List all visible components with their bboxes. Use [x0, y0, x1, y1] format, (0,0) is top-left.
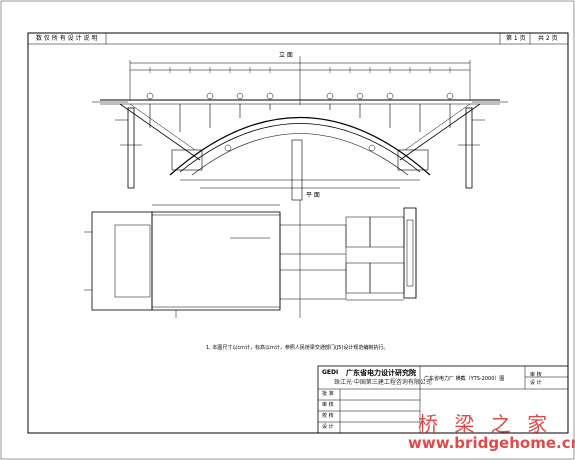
watermark-site-name: 桥 梁 之 家 — [418, 412, 553, 436]
page-total: 共 2 页 — [538, 35, 558, 42]
elevation-view — [92, 56, 508, 201]
title-row-check: 校 核 — [322, 413, 334, 419]
title-row-design: 设 计 — [322, 424, 334, 430]
title-block — [317, 365, 569, 434]
drawing-note: 1. 本图尺寸以cm计，标高以m计，参照人民桥梁交通部门(J5)设计规范编制执行… — [206, 345, 389, 351]
title-row-review: 审 核 — [322, 402, 334, 408]
page-current: 第 1 页 — [506, 35, 526, 42]
plan-view — [84, 200, 417, 318]
watermark-url: www.bridgehome.cn — [408, 434, 575, 452]
title-row-approve: 批 准 — [322, 391, 334, 397]
verify-label: 审 核 — [530, 372, 542, 378]
header-label: 数 仅 所 有 设 计 说 明 — [36, 35, 98, 42]
institute-name: 广东省电力设计研究院 — [346, 369, 416, 377]
design-label: 设 计 — [530, 380, 542, 386]
plan-label: 平 面 — [306, 192, 320, 199]
project-name: 广东省电力厂 横截（YTS-2000）图 — [424, 376, 505, 382]
institute-logo: GEDI — [322, 369, 339, 376]
institute-subname: 珠江光·中国第三建工程咨询有限公司 — [334, 379, 432, 386]
elevation-label: 立 面 — [279, 52, 293, 59]
